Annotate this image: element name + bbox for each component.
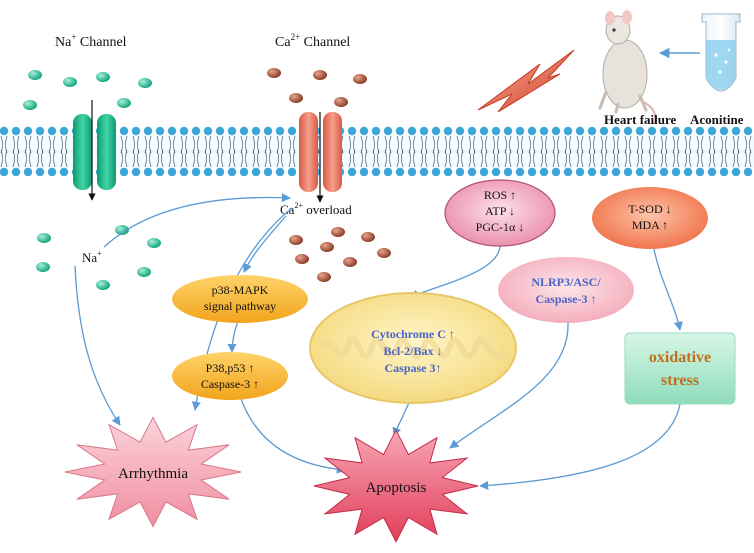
ca-ion — [377, 248, 391, 258]
nlrp3-line-1: NLRP3/ASC/ — [531, 275, 601, 289]
oxidative-line-1: oxidative — [649, 349, 711, 366]
ca-ion — [320, 242, 334, 252]
ros-line-1: ROS ↑ — [484, 188, 516, 202]
tsod-line-1: T-SOD ↓ — [628, 202, 671, 216]
nlrp3-to-apoptosis-arrow — [449, 322, 569, 449]
p53-line-2: Caspase-3 ↑ — [201, 377, 259, 391]
ca-ion — [334, 97, 348, 107]
na-to-ca-overload-arrow — [103, 193, 291, 248]
tsod-line-2: MDA ↑ — [632, 218, 668, 232]
na-ion — [117, 98, 131, 108]
ca-ion — [343, 257, 357, 267]
ca-channel-label: Ca2+ Channel — [275, 32, 350, 50]
ca-ions-intracellular — [289, 227, 391, 282]
na-ions-extracellular — [23, 70, 152, 110]
na-channel-label: Na+ Channel — [55, 32, 127, 50]
oxidative-to-apoptosis-arrow — [479, 403, 681, 490]
na-ion — [96, 280, 110, 290]
na-ion — [37, 233, 51, 243]
na-ion — [115, 225, 129, 235]
ca-ion — [313, 70, 327, 80]
p53-line-1: P38,p53 ↑ — [206, 361, 255, 375]
ca-channel-shape — [299, 112, 342, 203]
na-ion — [138, 78, 152, 88]
ca-to-p38-arrow — [243, 215, 287, 273]
p38-line-2: signal pathway — [204, 299, 276, 313]
na-ion — [147, 238, 161, 248]
na-ion — [28, 70, 42, 80]
na-ion-label: Na+ — [82, 249, 102, 265]
p38-to-p53-arrow — [227, 320, 239, 353]
ca-ion — [353, 74, 367, 84]
ca-ion — [317, 272, 331, 282]
p38-line-1: p38-MAPK — [212, 283, 269, 297]
na-ion — [36, 262, 50, 272]
ros-line-3: PGC-1α ↓ — [476, 220, 525, 234]
oxidative-stress-box: oxidative stress — [624, 332, 736, 405]
ca-overload-label: Ca2+ overload — [280, 201, 352, 217]
heart-failure-label: Heart failure — [604, 112, 677, 127]
na-ion — [63, 77, 77, 87]
ca-ion — [289, 93, 303, 103]
test-tube-icon — [701, 13, 741, 92]
p38-mapk-box: p38-MAPK signal pathway — [172, 275, 308, 323]
mouse-icon — [598, 10, 657, 125]
tsod-box: T-SOD ↓ MDA ↑ — [592, 187, 708, 249]
nlrp3-box: NLRP3/ASC/ Caspase-3 ↑ — [498, 257, 634, 323]
mito-line-3: Caspase 3↑ — [384, 361, 441, 375]
ca-ion — [267, 68, 281, 78]
ros-to-mito-arrow — [409, 244, 501, 299]
apoptosis-label: Apoptosis — [366, 480, 427, 496]
nlrp3-line-2: Caspase-3 ↑ — [535, 292, 596, 306]
arrhythmia-label: Arrhythmia — [118, 466, 188, 482]
ca-ion — [295, 254, 309, 264]
aconitine-label: Aconitine — [690, 112, 744, 127]
na-ion — [137, 267, 151, 277]
na-to-arrhythmia-arrow — [74, 265, 121, 426]
apoptosis-star: Apoptosis — [313, 429, 479, 543]
p38-p53-box: P38,p53 ↑ Caspase-3 ↑ — [172, 352, 288, 400]
cell-membrane — [0, 126, 754, 177]
mitochondrion: Cytochrome C ↑ Bcl-2/Bax ↓ Caspase 3↑ — [309, 292, 517, 404]
na-ion — [96, 72, 110, 82]
tsod-to-oxidative-arrow — [653, 248, 683, 331]
oxidative-line-2: stress — [661, 372, 699, 389]
lightning-bolt-icon — [477, 49, 575, 113]
ros-box: ROS ↑ ATP ↓ PGC-1α ↓ — [444, 179, 556, 247]
na-ion — [23, 100, 37, 110]
ca-ion — [289, 235, 303, 245]
arrhythmia-star: Arrhythmia — [64, 416, 242, 528]
ca-ions-extracellular — [267, 68, 367, 107]
na-ions-intracellular — [36, 225, 161, 290]
ros-line-2: ATP ↓ — [485, 204, 515, 218]
mito-line-2: Bcl-2/Bax ↓ — [384, 344, 443, 358]
ca-ion — [331, 227, 345, 237]
p53-to-apoptosis-arrow — [239, 395, 346, 474]
na-channel-shape — [73, 100, 116, 201]
ca-ion — [361, 232, 375, 242]
mito-line-1: Cytochrome C ↑ — [371, 327, 455, 341]
